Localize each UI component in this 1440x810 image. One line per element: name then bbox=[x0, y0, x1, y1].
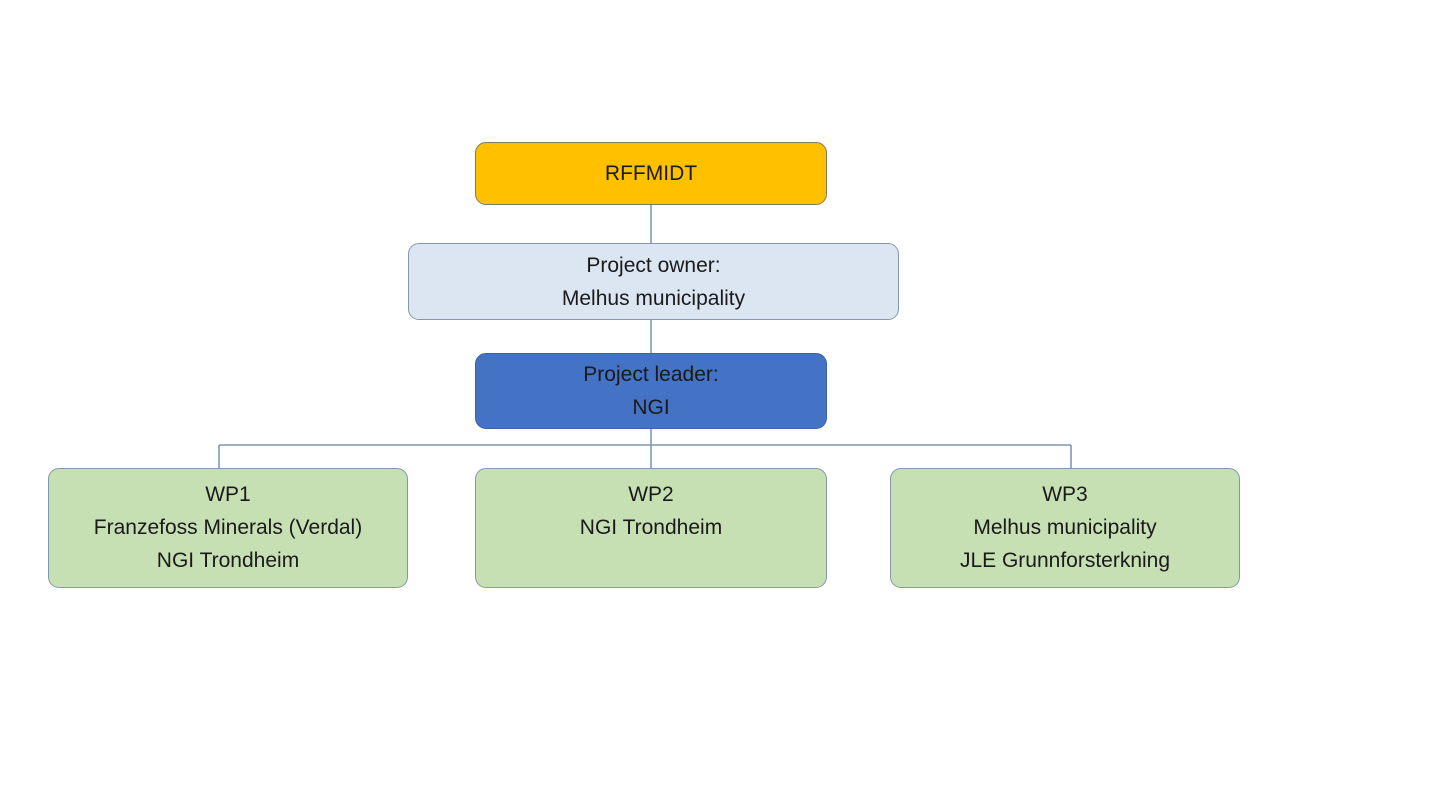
project-owner-title: Project owner: bbox=[586, 253, 721, 277]
wp1-member-1: Franzefoss Minerals (Verdal) bbox=[93, 516, 363, 539]
wp1-member-2: NGI Trondheim bbox=[156, 549, 300, 572]
node-wp2: WP2 NGI Trondheim bbox=[475, 468, 827, 588]
wp3-title: WP3 bbox=[1042, 483, 1088, 506]
wp3-member-1: Melhus municipality bbox=[973, 516, 1157, 539]
node-wp3: WP3 Melhus municipality JLE Grunnforster… bbox=[890, 468, 1240, 588]
node-rffmidt: RFFMIDT bbox=[475, 142, 827, 205]
wp2-member-1: NGI Trondheim bbox=[579, 516, 723, 539]
project-owner-name: Melhus municipality bbox=[561, 286, 746, 310]
wp2-title: WP2 bbox=[628, 483, 674, 506]
wp1-title: WP1 bbox=[205, 483, 251, 506]
wp3-member-2: JLE Grunnforsterkning bbox=[959, 549, 1171, 572]
node-project-owner: Project owner: Melhus municipality bbox=[408, 243, 899, 320]
project-leader-name: NGI bbox=[632, 396, 670, 419]
node-rffmidt-label: RFFMIDT bbox=[604, 162, 698, 185]
node-wp1: WP1 Franzefoss Minerals (Verdal) NGI Tro… bbox=[48, 468, 408, 588]
project-leader-title: Project leader: bbox=[583, 363, 719, 386]
node-project-leader: Project leader: NGI bbox=[475, 353, 827, 429]
